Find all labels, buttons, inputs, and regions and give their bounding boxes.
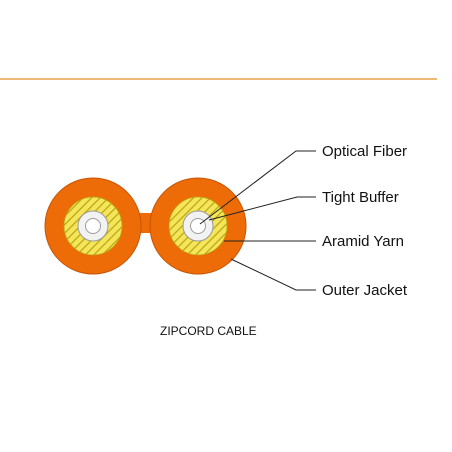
label-optical-fiber: Optical Fiber <box>322 143 407 160</box>
label-aramid-yarn: Aramid Yarn <box>322 233 404 250</box>
left-cord <box>44 177 142 275</box>
label-outer-jacket: Outer Jacket <box>322 282 408 299</box>
leader-optical-fiber <box>199 150 316 225</box>
label-tight-buffer: Tight Buffer <box>322 189 399 206</box>
left-optical-fiber <box>85 218 101 234</box>
leader-outer-jacket <box>230 258 316 291</box>
leader-tight-buffer <box>208 196 316 221</box>
right-cord <box>149 177 247 275</box>
diagram-caption: ZIPCORD CABLE <box>160 324 257 338</box>
right-optical-fiber <box>190 218 206 234</box>
